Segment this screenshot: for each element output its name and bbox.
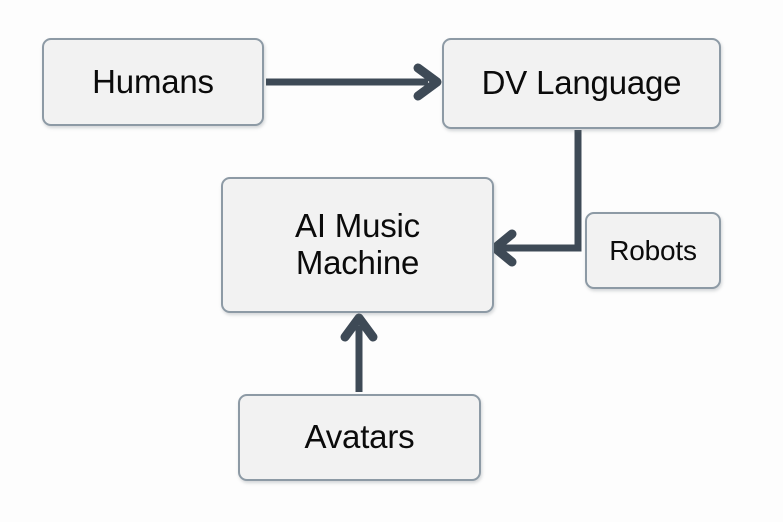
edge-dv-language-to-ai-music (490, 130, 582, 267)
node-avatars[interactable]: Avatars (238, 394, 481, 481)
node-humans-label: Humans (92, 62, 214, 100)
edge-humans-to-dv-language (266, 63, 442, 101)
edge-dv-language-to-ai-music-line (502, 130, 582, 252)
edge-humans-to-dv-language-arrowhead (413, 63, 442, 101)
node-dv-language[interactable]: DV Language (442, 38, 721, 129)
node-robots-label: Robots (609, 234, 697, 266)
edge-avatars-to-ai-music-arrowhead (340, 313, 378, 342)
node-dv-language-label: DV Language (481, 64, 682, 102)
node-ai-music-machine-label: AI Music Machine (295, 207, 420, 281)
node-robots[interactable]: Robots (585, 212, 721, 289)
node-ai-music-machine[interactable]: AI Music Machine (221, 177, 494, 313)
edge-dv-language-to-ai-music-arrowhead (490, 229, 517, 267)
node-avatars-label: Avatars (304, 418, 415, 456)
edge-avatars-to-ai-music (340, 313, 378, 392)
node-humans[interactable]: Humans (42, 38, 264, 126)
